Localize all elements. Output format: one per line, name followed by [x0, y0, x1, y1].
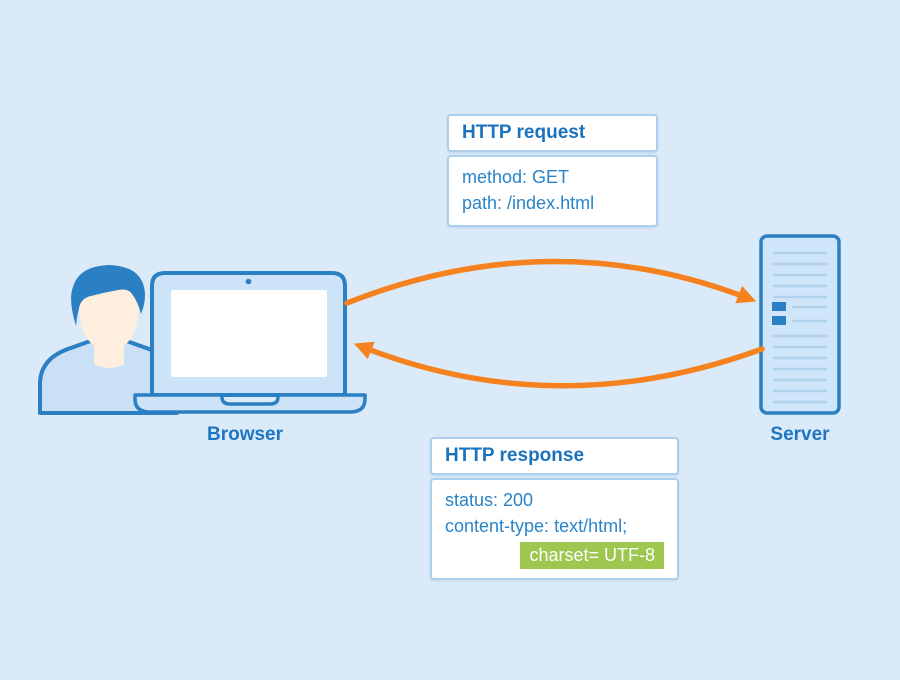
request-path-line: path: /index.html — [462, 193, 595, 213]
http-request-box: HTTP request method: GET path: /index.ht… — [447, 114, 658, 227]
response-content-type-line: content-type: text/html; — [445, 516, 628, 536]
user-icon — [38, 265, 179, 415]
server-label: Server — [770, 424, 830, 445]
laptop-screen — [171, 290, 327, 377]
http-response-title: HTTP response — [430, 437, 679, 475]
server-icon — [759, 234, 841, 415]
response-charset-row: charset= UTF-8 — [445, 542, 664, 569]
response-status-line: status: 200 — [445, 490, 534, 510]
server-led-1 — [772, 302, 786, 311]
request-method-line: method: GET — [462, 167, 570, 187]
http-request-body: method: GET path: /index.html — [447, 155, 658, 227]
response-arrow-icon — [353, 341, 765, 389]
laptop-icon — [133, 271, 367, 414]
request-arrow-icon — [344, 258, 757, 306]
browser-label: Browser — [206, 424, 284, 445]
http-response-box: HTTP response status: 200 content-type: … — [430, 437, 679, 580]
server-led-2 — [772, 316, 786, 325]
http-response-body: status: 200 content-type: text/html; cha… — [430, 478, 679, 580]
charset-highlight-badge: charset= UTF-8 — [520, 542, 664, 569]
http-request-title: HTTP request — [447, 114, 658, 152]
laptop-camera-dot — [245, 278, 252, 285]
